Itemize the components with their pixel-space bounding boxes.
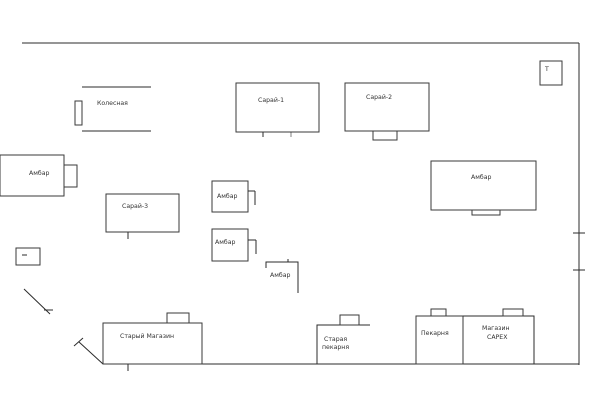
- left-shed: [15, 247, 41, 266]
- ambar-small1-building: [211, 180, 249, 213]
- ambar-left-building: [0, 154, 65, 197]
- old-bakery-porch: [339, 314, 360, 326]
- ambar-left-annex: [63, 164, 78, 188]
- label-saray3: Сарай-3: [122, 202, 148, 210]
- bakery-porch: [430, 308, 447, 317]
- ambar-right-building: [430, 160, 537, 211]
- kolesnaya-annex: [74, 100, 83, 126]
- label-old-bakery-line1: Старая: [324, 336, 347, 343]
- gate-bottom-tick: [73, 337, 84, 347]
- saray3-building: [105, 193, 180, 233]
- label-shop-sarex-line1: Магазин: [482, 325, 510, 332]
- gate-bottom-diagonal: [78, 341, 104, 365]
- old-shop-porch: [166, 312, 190, 324]
- ambar-right-porch: [471, 209, 501, 216]
- label-old-shop: Старый Магазин: [120, 332, 174, 340]
- bakery-building: [415, 315, 464, 365]
- old-shop-building: [102, 322, 203, 365]
- ambar-small2-building: [211, 228, 249, 262]
- label-bakery: Пекарня: [421, 330, 449, 337]
- label-shop-sarex-line2: САРЕХ: [487, 334, 508, 341]
- label-old-bakery-line2: пекарня: [322, 344, 349, 351]
- label-ambar-right: Амбар: [471, 173, 492, 181]
- label-tower: Т: [544, 66, 549, 73]
- saray2-building: [344, 82, 430, 132]
- shop-sarex-building: [463, 315, 535, 364]
- ambar-open-roof: [265, 261, 299, 293]
- shop-sarex-porch: [502, 308, 524, 317]
- saray1-building: [235, 82, 320, 133]
- label-ambar-left: Амбар: [29, 169, 50, 177]
- tower-building: [539, 60, 563, 86]
- label-saray2: Сарай-2: [366, 93, 392, 101]
- label-ambar-small2: Амбар: [215, 238, 236, 246]
- saray2-porch: [372, 130, 398, 141]
- label-ambar-open: Амбар: [270, 271, 291, 279]
- label-ambar-small1: Амбар: [217, 192, 238, 200]
- label-saray1: Сарай-1: [258, 96, 284, 104]
- label-kolesnaya: Колесная: [97, 100, 128, 107]
